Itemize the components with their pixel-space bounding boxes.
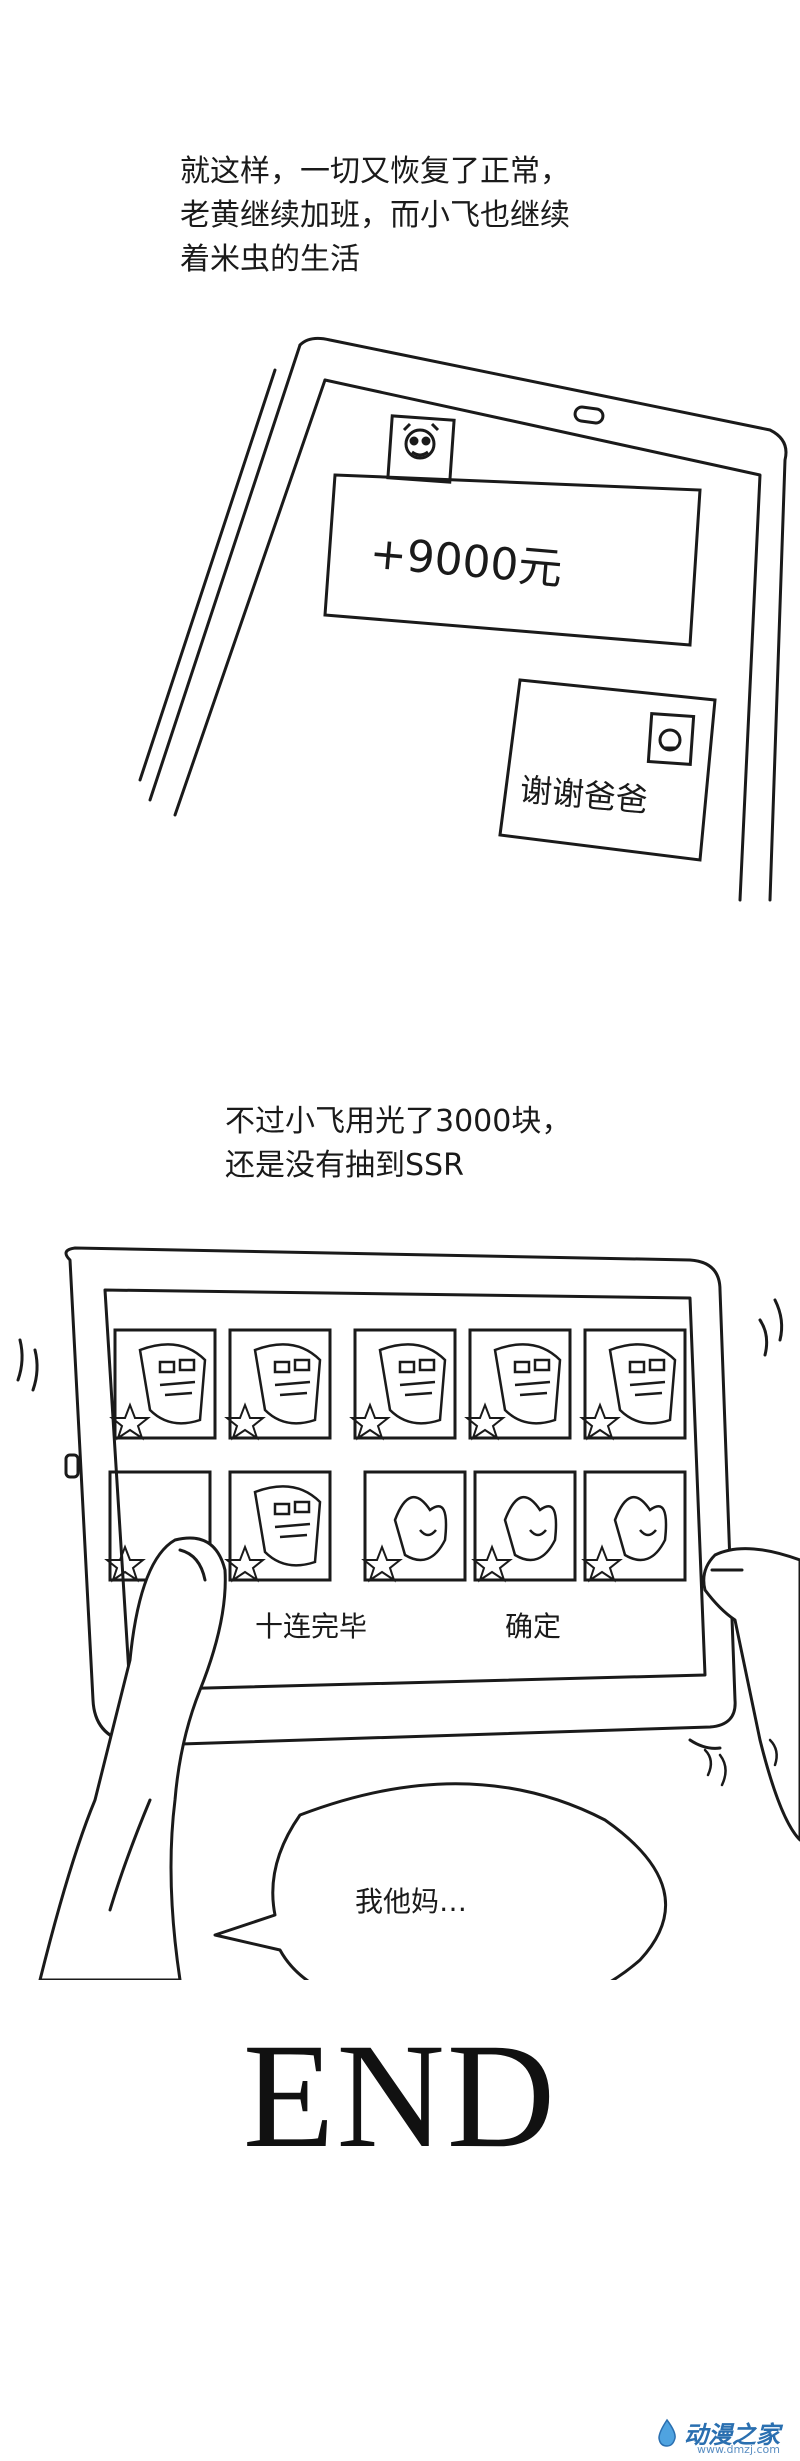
message-bubble-amount [323, 473, 702, 647]
speech-bubble [213, 1782, 667, 1980]
card-face [253, 1485, 322, 1567]
star-icon [349, 1402, 391, 1441]
phone-chat-drawing [138, 336, 788, 902]
card-face [378, 1343, 447, 1425]
star-icon [579, 1402, 621, 1441]
phone-outline [298, 336, 788, 902]
star-icon [471, 1544, 513, 1583]
star-icon [224, 1402, 266, 1441]
panel-1: 就这样，一切又恢复了正常， 老黄继续加班，而小飞也继续 着米虫的生活 [0, 0, 800, 960]
gacha-card [363, 1470, 467, 1582]
star-icon [581, 1544, 623, 1583]
water-drop-icon [658, 2418, 676, 2447]
avatar-son [646, 711, 696, 767]
earpiece-icon [573, 405, 605, 425]
star-icon [104, 1544, 146, 1583]
star-icon [224, 1544, 266, 1583]
card-face [608, 1343, 677, 1425]
tablet-gacha-drawing [16, 1246, 800, 1980]
star-icon [464, 1402, 506, 1441]
narration-text-2: 不过小飞用光了3000块， 还是没有抽到SSR [225, 1104, 572, 1183]
card-face [253, 1343, 322, 1425]
gacha-card [468, 1328, 572, 1440]
gacha-card [473, 1470, 577, 1582]
tablet-button-icon [64, 1453, 80, 1479]
gacha-card [113, 1328, 217, 1440]
watermark-logo: 动漫之家 [684, 2421, 780, 2449]
right-hand [702, 1547, 800, 1842]
star-icon [361, 1544, 403, 1583]
card-face-bunny [503, 1495, 558, 1562]
gacha-card [353, 1328, 457, 1440]
panel-2: 不过小飞用光了3000块， 还是没有抽到SSR [0, 1100, 800, 1980]
end-title: END [242, 2013, 558, 2179]
left-hand [38, 1536, 227, 1980]
confirm-button[interactable]: 确定 [505, 1610, 562, 1643]
gacha-card [583, 1470, 687, 1582]
message-bubble-reply [498, 678, 717, 862]
gacha-card [583, 1328, 687, 1440]
card-face [493, 1343, 562, 1425]
card-face-bunny [613, 1495, 668, 1562]
narration-text-1: 就这样，一切又恢复了正常， 老黄继续加班，而小飞也继续 着米虫的生活 [180, 154, 570, 277]
gacha-card [228, 1328, 332, 1440]
card-face [138, 1343, 207, 1425]
speech-text: 我他妈… [355, 1885, 468, 1918]
avatar-dad [386, 414, 456, 484]
card-face-bunny [393, 1495, 448, 1562]
watermark: 动漫之家 www.dmzj.com [656, 2415, 780, 2456]
watermark-url: www.dmzj.com [697, 2443, 780, 2456]
gacha-done-label: 十连完毕 [255, 1610, 368, 1643]
star-icon [109, 1402, 151, 1441]
gacha-card [228, 1470, 332, 1582]
